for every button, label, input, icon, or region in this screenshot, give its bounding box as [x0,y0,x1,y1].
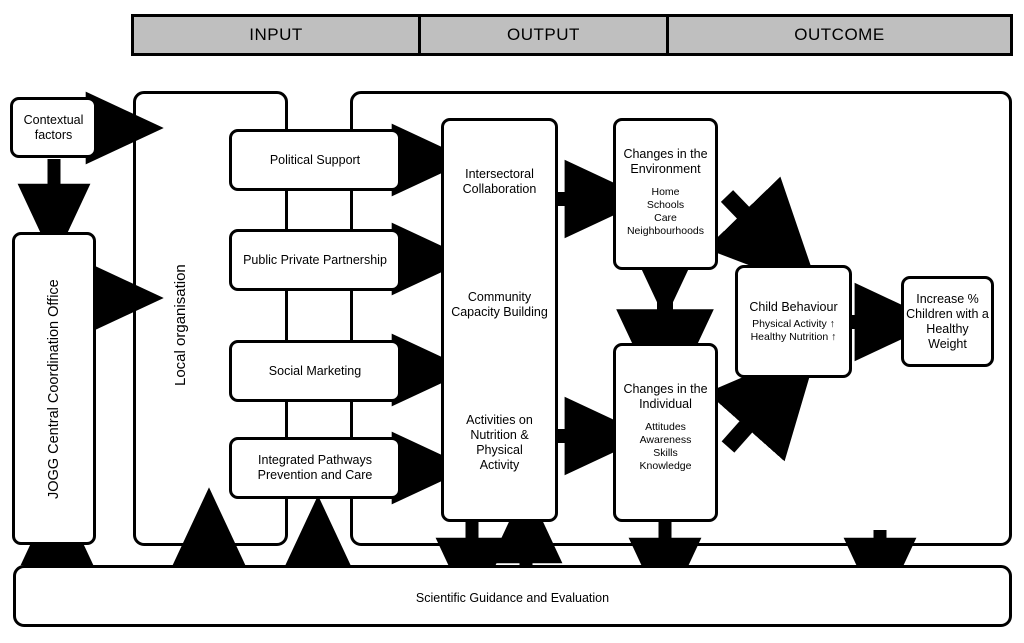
jogg-office-label: JOGG Central Coordination Office [46,278,62,499]
outcome-title-child-behaviour: Child Behaviour [749,299,838,314]
input-box-political-support[interactable]: Political Support [229,129,401,191]
output-label-intersectoral-collaboration: Intersectoral Collaboration [462,167,537,197]
header-label-output: OUTPUT [507,25,580,44]
outcome-title-individual: Changes in the Individual [623,382,708,411]
outcome-box-environment[interactable]: Changes in the Environment Home Schools … [613,118,718,270]
header-label-outcome: OUTCOME [794,25,885,44]
input-label-integrated-pathways: Integrated Pathways Prevention and Care [257,453,373,482]
outcome-sub-individual: Attitudes Awareness Skills Knowledge [639,421,692,472]
scientific-guidance-bar[interactable] [13,565,1012,627]
input-box-public-private-partnership[interactable]: Public Private Partnership [229,229,401,291]
output-label-activities-nutrition-physical-activity: Activities on Nutrition & Physical Activ… [466,412,533,472]
outcome-box-child-behaviour[interactable]: Child Behaviour Physical Activity ↑ Heal… [735,265,852,378]
outcome-title-environment: Changes in the Environment [623,147,708,176]
outcome-title-increase-healthy-weight: Increase % Children with a Healthy Weigh… [906,291,989,351]
input-box-integrated-pathways[interactable]: Integrated Pathways Prevention and Care [229,437,401,499]
input-box-social-marketing[interactable]: Social Marketing [229,340,401,402]
output-label-community-capacity-building: Community Capacity Building [451,289,548,319]
outcome-box-increase-healthy-weight[interactable]: Increase % Children with a Healthy Weigh… [901,276,994,367]
header-section-output: OUTPUT [418,14,669,56]
outcome-sub-environment: Home Schools Care Neighbourhoods [626,186,705,237]
header-section-outcome: OUTCOME [666,14,1013,56]
input-label-public-private-partnership: Public Private Partnership [243,252,387,267]
local-organisation-label: Local organisation [172,264,189,386]
scientific-guidance-label: Scientific Guidance and Evaluation [415,591,610,605]
outcome-box-individual[interactable]: Changes in the Individual Attitudes Awar… [613,343,718,522]
header-section-input: INPUT [131,14,421,56]
header-label-input: INPUT [249,25,303,44]
contextual-factors-label: Contextual factors [23,112,84,142]
outcome-sub-child-behaviour: Physical Activity ↑ Healthy Nutrition ↑ [750,317,837,343]
input-label-social-marketing: Social Marketing [268,363,362,378]
contextual-factors-box[interactable]: Contextual factors [10,97,97,158]
input-label-political-support: Political Support [269,152,361,167]
jogg-office-box[interactable]: JOGG Central Coordination Office [12,232,96,545]
output-box[interactable]: Intersectoral Collaboration Community Ca… [441,118,558,522]
